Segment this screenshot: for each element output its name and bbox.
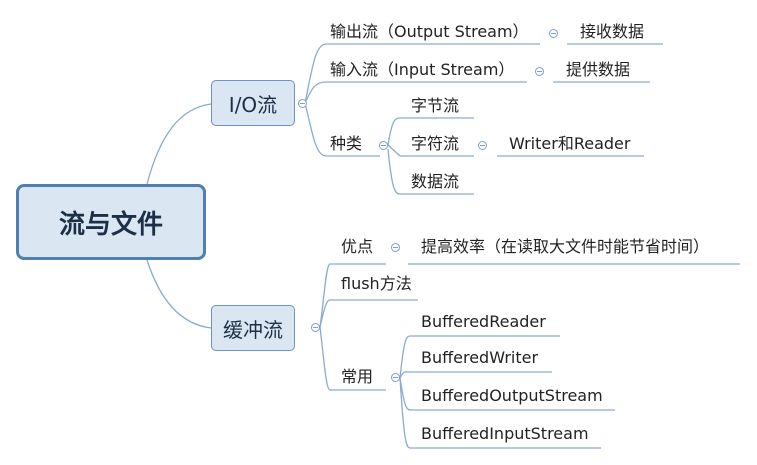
buffer-stream-topic[interactable]: 缓冲流: [211, 305, 295, 351]
kinds-topic[interactable]: 种类: [330, 134, 363, 153]
io-collapse-icon[interactable]: [298, 99, 307, 108]
char-stream-topic[interactable]: 字符流: [411, 134, 460, 153]
kinds-collapse-icon[interactable]: [379, 141, 388, 150]
common-topic[interactable]: 常用: [341, 367, 374, 386]
advantage-collapse-icon[interactable]: [391, 243, 400, 252]
root-topic[interactable]: 流与文件: [16, 184, 206, 260]
data-stream-topic[interactable]: 数据流: [411, 172, 460, 191]
writer-reader-topic[interactable]: Writer和Reader: [509, 134, 631, 153]
flush-method-topic[interactable]: flush方法: [341, 274, 412, 293]
output-collapse-icon[interactable]: [549, 29, 558, 38]
common-collapse-icon[interactable]: [391, 373, 400, 382]
byte-stream-topic[interactable]: 字节流: [411, 96, 460, 115]
output-stream-topic[interactable]: 输出流（Output Stream）: [330, 22, 529, 41]
efficiency-topic[interactable]: 提高效率（在读取大文件时能节省时间）: [421, 237, 710, 256]
char-collapse-icon[interactable]: [478, 141, 487, 150]
io-stream-topic[interactable]: I/O流: [211, 80, 295, 126]
input-stream-topic[interactable]: 输入流（Input Stream）: [330, 60, 515, 79]
buffer-collapse-icon[interactable]: [311, 323, 320, 332]
input-collapse-icon[interactable]: [535, 67, 544, 76]
common-item[interactable]: BufferedInputStream: [421, 424, 589, 443]
common-item[interactable]: BufferedOutputStream: [421, 386, 603, 405]
provide-data-topic[interactable]: 提供数据: [566, 60, 631, 79]
receive-data-topic[interactable]: 接收数据: [580, 22, 645, 41]
common-item[interactable]: BufferedReader: [421, 312, 546, 331]
common-item[interactable]: BufferedWriter: [421, 348, 539, 367]
advantage-topic[interactable]: 优点: [341, 237, 374, 256]
